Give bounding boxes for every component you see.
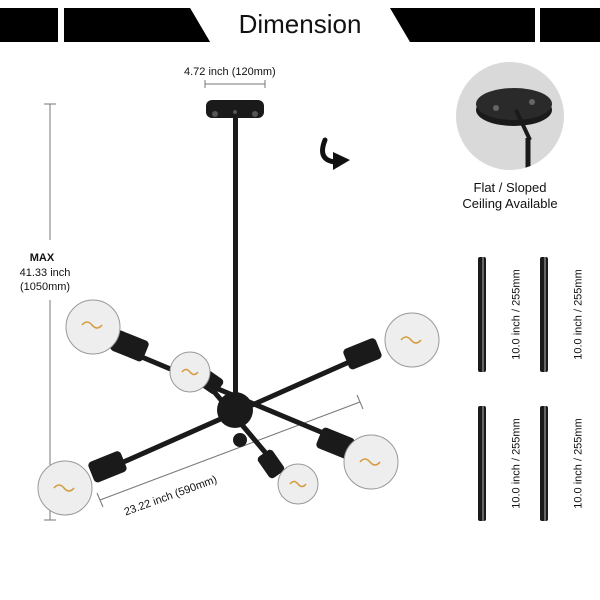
max-height-inch: 41.33 inch [19,267,71,279]
span-dimension-line [96,394,364,508]
filaments [53,321,422,492]
canopy-inset [456,62,564,170]
rod-label-2: 10.0 inch / 255mm [572,269,585,360]
rod-4 [540,406,548,521]
height-dimension-line [44,103,56,521]
header-banner: Dimension [0,0,600,48]
ceiling-line-1: Flat / Sloped [473,180,547,195]
bulbs [37,299,440,516]
header-stripe-right-1 [390,8,535,42]
max-label: MAX [29,252,55,264]
rod-2 [540,257,548,372]
canopy [206,100,264,118]
rod-label-4: 10.0 inch / 255mm [572,418,585,509]
canopy-closeup-icon [476,88,552,170]
canopy-dimension-line [204,80,266,88]
center-hub [217,392,253,428]
rod-3 [478,406,486,521]
header-stripes [0,8,600,42]
ceiling-line-2: Ceiling Available [462,196,558,211]
rod-1 [478,257,486,372]
header-stripe-right-2 [540,8,600,42]
ceiling-caption: Flat / Sloped Ceiling Available [440,180,580,212]
max-height-mm: (1050mm) [19,281,71,293]
hub-bottom [233,433,247,447]
header-stripe-gap-left [58,8,64,42]
down-rod [233,118,238,398]
header-stripe-left-2 [65,8,210,42]
canopy-width-label: 4.72 inch (120mm) [184,66,276,78]
rod-label-1: 10.0 inch / 255mm [510,269,523,360]
curved-arrow-icon [320,137,350,170]
page-title: Dimension [238,9,362,39]
sockets [88,330,382,483]
rod-label-3: 10.0 inch / 255mm [510,418,523,509]
